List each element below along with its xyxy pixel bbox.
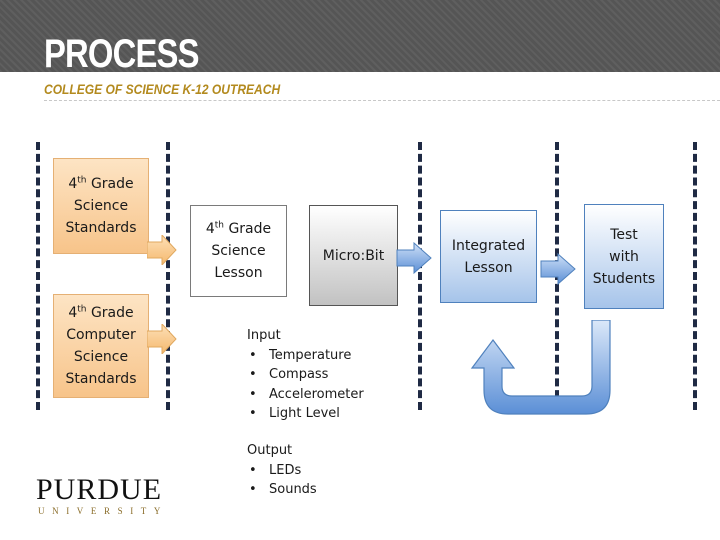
slide-subtitle: COLLEGE OF SCIENCE K-12 OUTREACH — [44, 81, 281, 97]
slide-title: PROCESS — [44, 32, 199, 76]
purdue-logo: PURDUE — [36, 473, 163, 506]
output-item-sounds: Sounds — [247, 480, 317, 500]
orange-arrow-1 — [147, 235, 177, 265]
integrated-line2: Lesson — [464, 259, 513, 276]
blue-arrow-2 — [540, 253, 576, 285]
science-lesson-line3: Lesson — [214, 265, 263, 281]
feedback-uturn-arrow — [470, 320, 611, 415]
divider-line-1 — [36, 142, 40, 410]
input-item-light-level: Light Level — [247, 404, 364, 424]
science-lesson-sup: th — [214, 220, 224, 231]
header-banner — [0, 0, 720, 72]
orange-arrow-2 — [147, 324, 177, 354]
integrated-lesson-box: Integrated Lesson — [440, 210, 537, 303]
test-line1: Test — [610, 226, 638, 243]
header-rule — [44, 100, 720, 101]
science-lesson-box: 4th Grade Science Lesson — [190, 205, 287, 297]
test-students-box: Test with Students — [584, 204, 664, 309]
science-standards-line3: Standards — [65, 220, 137, 236]
input-heading: Input — [247, 328, 281, 343]
cs-standards-box: 4th Grade Computer Science Standards — [53, 294, 149, 398]
science-lesson-grade: 4 — [205, 221, 215, 237]
science-standards-box: 4th Grade Science Standards — [53, 158, 149, 254]
divider-line-3 — [418, 142, 422, 410]
microbit-label: Micro:Bit — [322, 247, 385, 264]
microbit-box: Micro:Bit — [309, 205, 398, 306]
science-standards-grade-word: Grade — [86, 176, 134, 192]
divider-line-5 — [693, 142, 697, 410]
science-standards-line2: Science — [73, 198, 129, 214]
input-list: Input Temperature Compass Accelerometer … — [247, 326, 364, 424]
science-standards-sup: th — [77, 175, 87, 186]
purdue-logo-university: UNIVERSITY — [38, 506, 168, 516]
cs-standards-grade: 4 — [68, 305, 78, 321]
science-standards-grade: 4 — [68, 176, 78, 192]
test-line2: with — [609, 248, 639, 265]
cs-standards-grade-word: Grade — [86, 305, 134, 321]
cs-standards-line2: Computer — [66, 327, 136, 343]
cs-standards-sup: th — [77, 304, 87, 315]
output-item-leds: LEDs — [247, 461, 317, 481]
output-list: Output LEDs Sounds — [247, 441, 317, 500]
input-item-accelerometer: Accelerometer — [247, 385, 364, 405]
cs-standards-line3: Science — [73, 349, 129, 365]
science-lesson-line2: Science — [211, 243, 266, 259]
input-item-temperature: Temperature — [247, 346, 364, 366]
divider-line-2 — [166, 142, 170, 410]
science-lesson-grade-word: Grade — [224, 221, 272, 237]
test-line3: Students — [592, 270, 656, 287]
output-heading: Output — [247, 443, 293, 458]
cs-standards-line4: Standards — [65, 371, 137, 387]
input-item-compass: Compass — [247, 365, 364, 385]
integrated-line1: Integrated — [451, 237, 526, 254]
blue-arrow-1 — [396, 242, 432, 274]
